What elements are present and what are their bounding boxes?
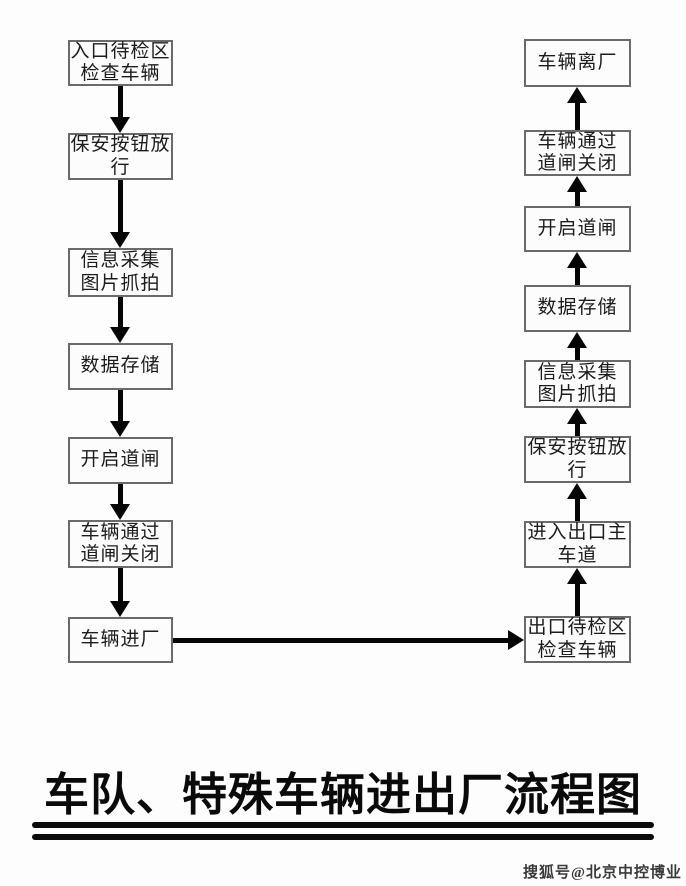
down-arrow-4 <box>110 390 130 437</box>
node-info-capture-exit: 信息采集 图片抓拍 <box>524 360 631 408</box>
node-open-gate-exit: 开启道闸 <box>524 206 631 252</box>
up-arrow-2 <box>567 176 587 206</box>
down-arrow-2 <box>110 180 130 248</box>
node-vehicle-enter-factory: 车辆进厂 <box>68 617 173 663</box>
node-data-storage-entry: 数据存储 <box>68 343 173 390</box>
right-connector-arrow <box>173 630 524 650</box>
node-guard-release-entry: 保安按钮放 行 <box>68 133 173 180</box>
down-arrow-3 <box>110 297 130 343</box>
watermark: 搜狐号@北京中控博业 <box>523 865 682 881</box>
node-exit-waiting-area: 出口待检区 检查车辆 <box>524 616 631 663</box>
up-arrow-1 <box>567 87 587 130</box>
node-pass-gate-close-entry: 车辆通过 道闸关闭 <box>68 520 173 568</box>
title-double-rule-top <box>32 822 654 828</box>
node-open-gate-entry: 开启道闸 <box>68 437 173 484</box>
up-arrow-7 <box>567 568 587 616</box>
down-arrow-6 <box>110 568 130 617</box>
down-arrow-1 <box>110 86 130 133</box>
up-arrow-3 <box>567 252 587 285</box>
down-arrow-5 <box>110 484 130 520</box>
page-title: 车队、特殊车辆进出厂流程图 <box>43 770 642 820</box>
node-pass-gate-close-exit: 车辆通过 道闸关闭 <box>524 130 631 176</box>
up-arrow-5 <box>567 408 587 436</box>
node-guard-release-exit: 保安按钮放 行 <box>524 436 631 483</box>
node-data-storage-exit: 数据存储 <box>524 285 631 332</box>
node-entry-waiting-area: 入口待检区 检查车辆 <box>68 40 173 86</box>
title-double-rule-bottom <box>32 834 654 840</box>
up-arrow-4 <box>567 332 587 360</box>
node-vehicle-leave-factory: 车辆离厂 <box>524 39 631 87</box>
node-enter-exit-main-lane: 进入出口主 车道 <box>524 521 631 568</box>
up-arrow-6 <box>567 483 587 521</box>
node-info-capture-entry: 信息采集 图片抓拍 <box>68 248 173 297</box>
